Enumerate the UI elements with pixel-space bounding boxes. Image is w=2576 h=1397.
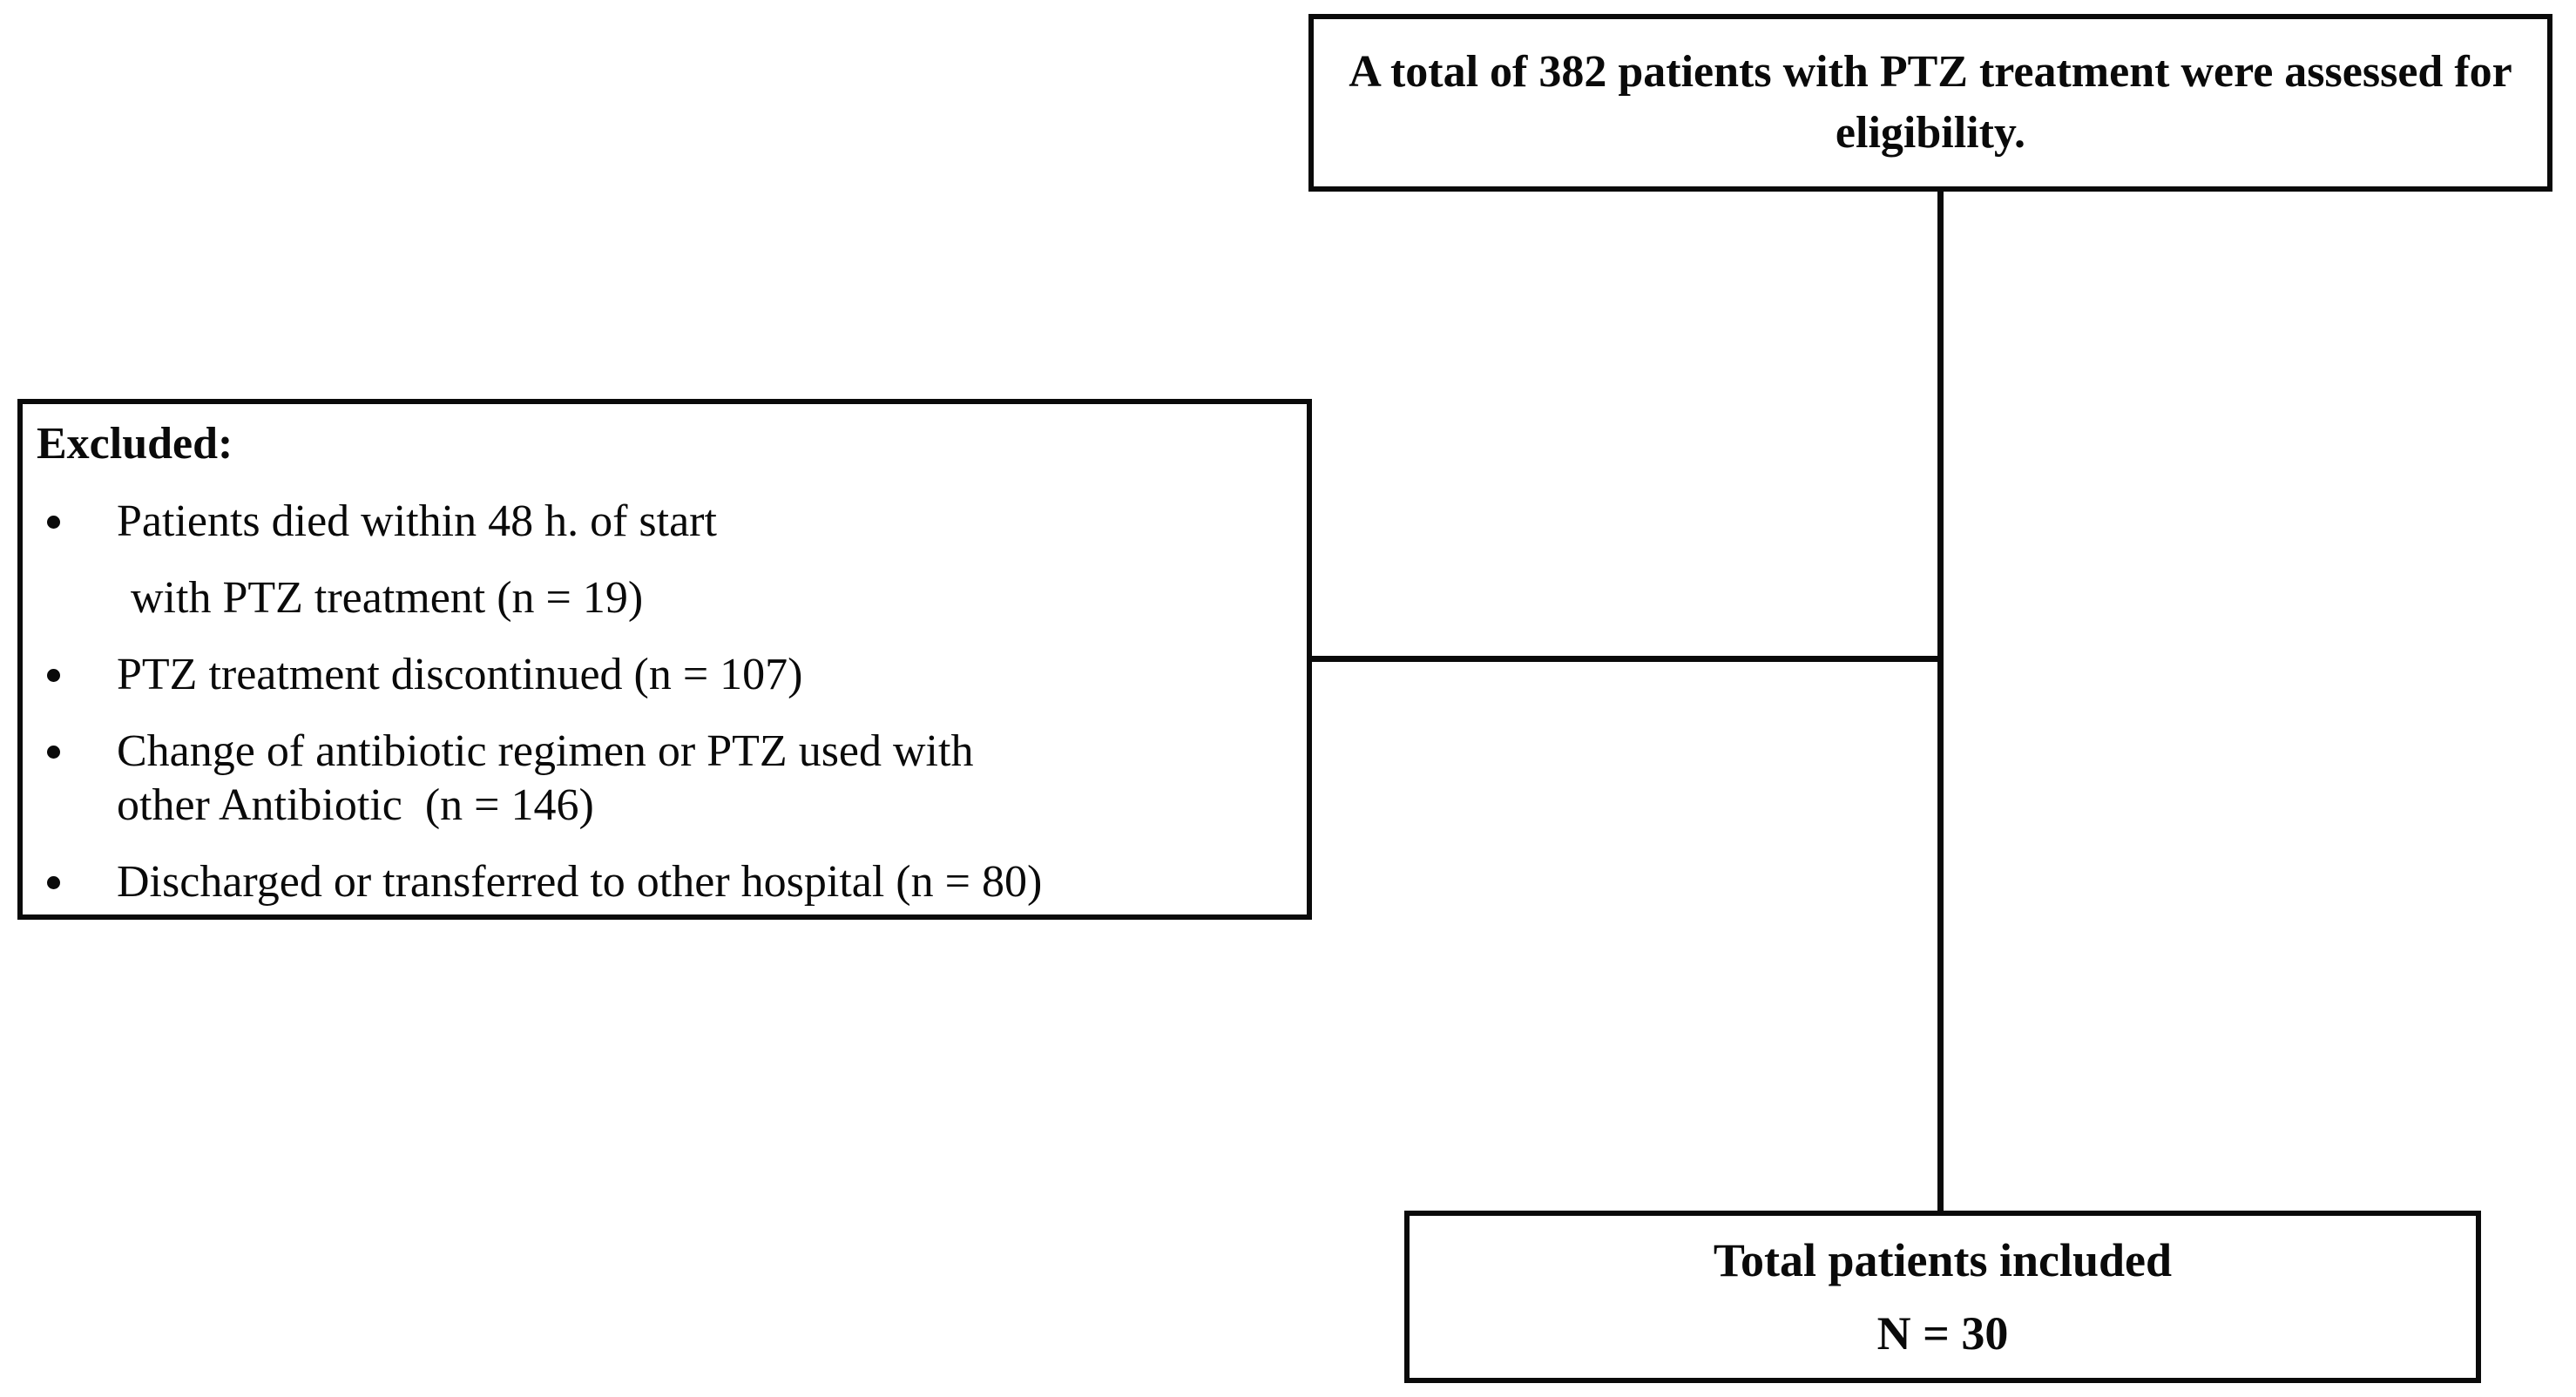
excluded-item-died: Patients died within 48 h. of start (37, 495, 1298, 549)
excluded-item-discharged-line1: Discharged or transferred to other hospi… (117, 857, 1043, 907)
assessed-eligibility-box: A total of 382 patients with PTZ treatme… (1308, 14, 2552, 192)
horizontal-connector-line (1310, 656, 1944, 662)
bullet-icon (47, 746, 60, 759)
excluded-item-discontinued-line1: PTZ treatment discontinued (n = 107) (117, 650, 803, 699)
bullet-icon (47, 876, 60, 889)
bullet-icon (47, 669, 60, 682)
excluded-title: Excluded: (37, 419, 233, 469)
total-included-count: N = 30 (1876, 1307, 2009, 1360)
excluded-item-discontinued: PTZ treatment discontinued (n = 107) (37, 648, 1298, 702)
excluded-box: Excluded: Patients died within 48 h. of … (17, 399, 1312, 920)
excluded-item-died-line2: with PTZ treatment (n = 19) (131, 573, 644, 623)
excluded-item-discharged: Discharged or transferred to other hospi… (37, 855, 1298, 909)
bullet-icon (47, 516, 60, 529)
total-included-box: Total patients included N = 30 (1404, 1211, 2481, 1383)
total-included-label: Total patients included (1713, 1234, 2173, 1286)
excluded-item-died-continued: with PTZ treatment (n = 19) (37, 571, 1298, 625)
excluded-item-regimen-change-line1: Change of antibiotic regimen or PTZ used… (117, 726, 974, 776)
excluded-item-regimen-change-line2: other Antibiotic (n = 146) (117, 780, 594, 830)
assessed-eligibility-text: A total of 382 patients with PTZ treatme… (1349, 47, 2512, 158)
vertical-connector-line (1937, 192, 1944, 1212)
excluded-item-regimen-change: Change of antibiotic regimen or PTZ used… (37, 725, 1298, 833)
excluded-item-died-line1: Patients died within 48 h. of start (117, 496, 717, 546)
